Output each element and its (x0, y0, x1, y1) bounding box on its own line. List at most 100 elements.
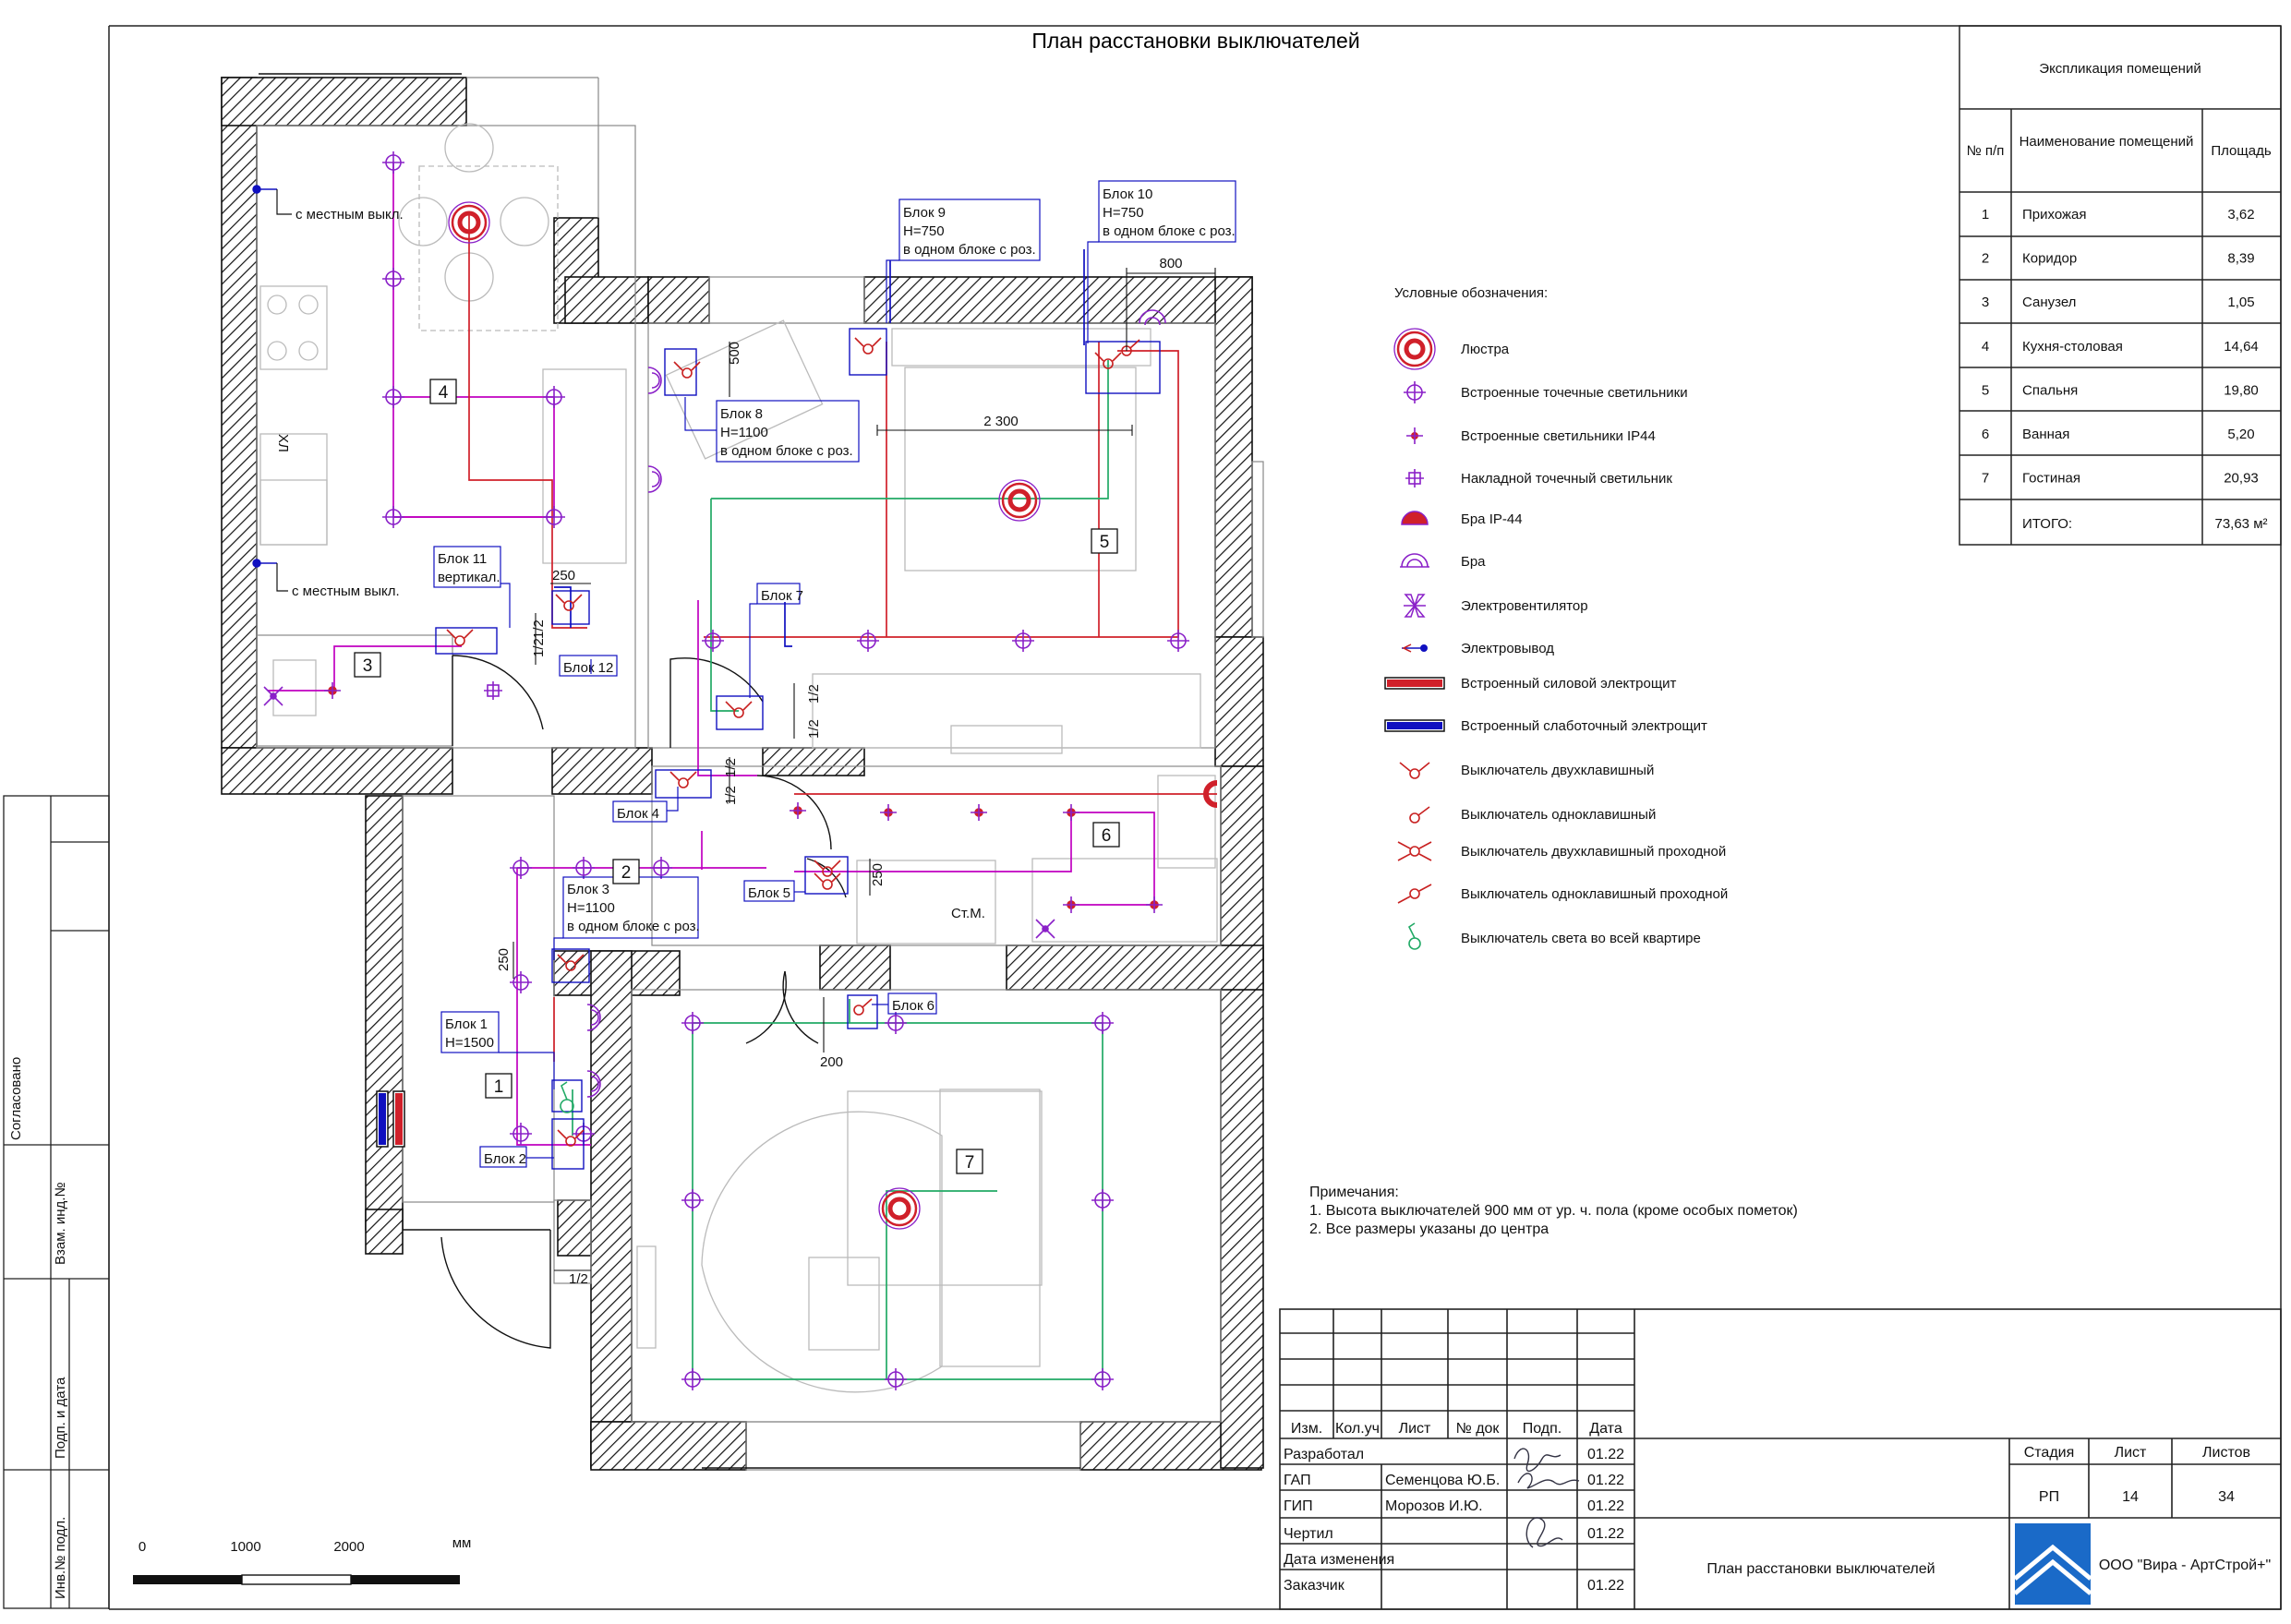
explication-row-num: 1 (1982, 207, 1989, 223)
block-10-label: Блок 10 (1103, 186, 1152, 202)
side-stamp-labels: Согласовано Взам. инд.№ Подп. и дата Инв… (8, 1057, 68, 1599)
outlet-wire-icon (252, 559, 277, 568)
dim-half-g: 1/2 (723, 758, 739, 777)
double-switch-icon (557, 1129, 585, 1147)
block-1-height: Н=1500 (445, 1035, 494, 1051)
room-number: 5 (1100, 533, 1110, 552)
double-switch-icon (446, 629, 474, 646)
switch-block (716, 695, 764, 730)
sconce-icon (647, 465, 662, 493)
title-block-role: Заказчик (1284, 1578, 1345, 1594)
room-number-box (354, 652, 381, 678)
legend-item-label: Выключатель света во всей квартире (1461, 931, 1701, 946)
explication-row-name: Кухня-столовая (2022, 339, 2123, 355)
lowvoltage-panel-icon (1384, 719, 1445, 732)
stamp-sign-date: Подп. и дата (53, 1377, 68, 1459)
dim-half-c: 1/2 (531, 620, 547, 639)
recessed-spotlight-icon (1167, 630, 1189, 652)
explication-row-name: Прихожая (2022, 207, 2087, 223)
legend-title: Условные обозначения: (1394, 285, 1548, 301)
dimension-text: 800 2 300 500 250 250 250 200 1/2 1/2 1/… (496, 256, 1183, 1287)
double-switch-icon (673, 361, 701, 379)
recessed-spotlight-icon (543, 506, 565, 528)
stamp-inventory: Инв.№ подл. (53, 1517, 68, 1599)
single-switch-icon (853, 998, 873, 1016)
sconces (586, 309, 1218, 1098)
panels (376, 1090, 405, 1148)
switch-block (804, 856, 849, 895)
scale-tick-0: 0 (139, 1539, 146, 1555)
side-stamp (3, 795, 110, 1609)
double-switch-icon (557, 954, 585, 971)
explication-row-num: 4 (1982, 339, 1989, 355)
room-number: 6 (1102, 826, 1112, 846)
stamp-agreed: Согласовано (8, 1057, 24, 1140)
legend-item-label: Накладной точечный светильник (1461, 471, 1672, 487)
switch-block (1085, 341, 1161, 394)
spotlights (324, 151, 1189, 1390)
dim-500: 500 (727, 342, 742, 365)
block-3-note: в одном блоке с роз. (567, 919, 700, 934)
fan-icon (1035, 919, 1055, 939)
wiring (268, 162, 1217, 1380)
block-8-height: Н=1100 (720, 425, 768, 440)
surface-spotlight-icon (484, 681, 502, 700)
recessed-ip44-icon (1406, 427, 1423, 444)
sconce-icon (1139, 309, 1166, 326)
legend-item-label: Бра IP-44 (1461, 511, 1523, 527)
explication-row-area: 19,80 (2224, 382, 2259, 398)
legend-item-label: Встроенные точечные светильники (1461, 385, 1688, 401)
local-switch-leaders (276, 189, 292, 592)
title-block-company: ООО "Вира - АртСтрой+" (2099, 1558, 2271, 1573)
title-block-role: ГИП (1284, 1498, 1313, 1514)
legend-item-label: Люстра (1461, 342, 1510, 357)
recessed-spotlight-icon (543, 386, 565, 408)
power-panel-icon (392, 1090, 405, 1148)
switch-block (551, 590, 590, 625)
explication-row-num: 5 (1982, 382, 1989, 398)
sconce-icon (586, 1004, 601, 1031)
surface-spotlight-icon (1405, 469, 1424, 487)
title-block-name: Семенцова Ю.Б. (1385, 1473, 1500, 1488)
recessed-spotlight-icon (1091, 1189, 1114, 1211)
dim-half-a: 1/2 (569, 1271, 588, 1287)
signatures (1513, 1448, 1580, 1548)
room-number: 2 (621, 863, 632, 883)
title-block-role: Разработал (1284, 1447, 1364, 1462)
leaders (499, 241, 1099, 1159)
switch-block (435, 627, 498, 655)
switch-block (551, 1118, 585, 1170)
title-block-date: 01.22 (1587, 1473, 1624, 1488)
block-8-label: Блок 8 (720, 406, 763, 422)
explication-row-area: 14,64 (2224, 339, 2259, 355)
explication-header-num: № п/п (1967, 143, 2005, 159)
block-2-label: Блок 2 (484, 1151, 526, 1167)
dim-2300: 2 300 (983, 414, 1019, 429)
explication-table: Экспликация помещений № п/п Наименование… (1959, 25, 2282, 546)
fans (263, 686, 1055, 939)
legend-item-label: Выключатель одноклавишный (1461, 807, 1656, 823)
recessed-spotlight-icon (1091, 1368, 1114, 1390)
legend-item-label: Выключатель одноклавишный проходной (1461, 886, 1728, 902)
recessed-ip44-icon (1063, 804, 1079, 821)
recessed-spotlight-icon (1091, 1012, 1114, 1034)
sconce-icon (647, 367, 662, 394)
recessed-spotlight-icon (510, 1123, 532, 1145)
room-number-box (1091, 528, 1118, 554)
recessed-spotlight-icon (510, 857, 532, 879)
title-block-stage-label: Стадия (2024, 1445, 2075, 1461)
recessed-spotlight-icon (702, 630, 724, 652)
title-block-date: 01.22 (1587, 1447, 1624, 1462)
block-5-label: Блок 5 (748, 885, 790, 901)
title-block-sheet: 14 (2122, 1489, 2139, 1505)
legend-item-label: Выключатель двухклавишный (1461, 763, 1654, 778)
dim-250-a: 250 (552, 568, 575, 583)
fan-icon (263, 686, 283, 706)
title-block-date: 01.22 (1587, 1526, 1624, 1542)
dim-half-f: 1/2 (723, 786, 739, 805)
explication-row-area: 5,20 (2227, 427, 2254, 442)
scale-bar: 0 1000 2000 мм (133, 1535, 471, 1585)
furniture (259, 123, 1218, 1393)
explication-row-area: 3,62 (2227, 207, 2254, 223)
